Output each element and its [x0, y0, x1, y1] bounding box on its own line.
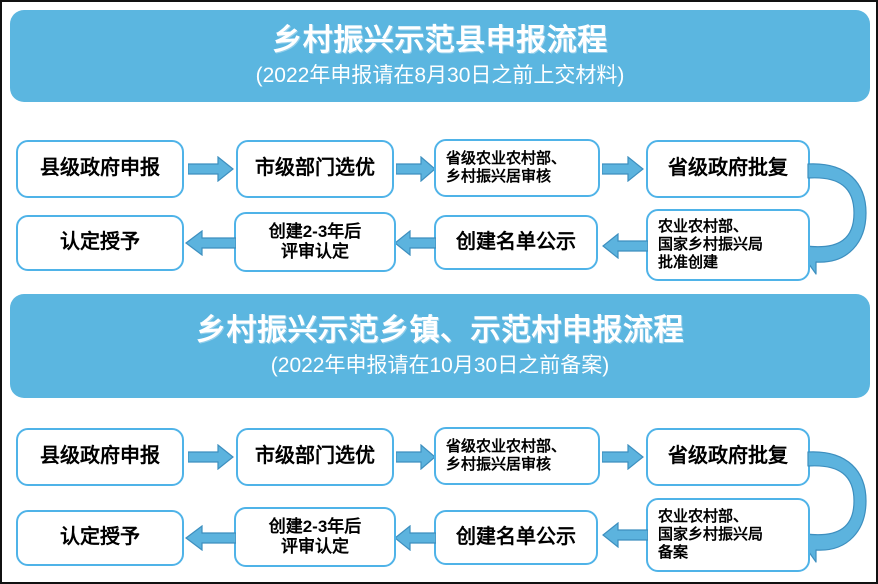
node-county-government-application[interactable]: 县级政府申报: [16, 140, 184, 198]
banner-subtitle: (2022年申报请在8月30日之前上交材料): [255, 64, 625, 88]
node-provincial-government-approval-2[interactable]: 省级政府批复: [646, 428, 810, 486]
node-creation-list-publicity[interactable]: 创建名单公示: [434, 215, 598, 270]
section-banner-township-village: 乡村振兴示范乡镇、示范村申报流程 (2022年申报请在10月30日之前备案): [10, 294, 870, 398]
arrow-m2-to-m3: [396, 444, 436, 470]
node-recognition-award[interactable]: 认定授予: [16, 215, 184, 271]
arrow-m3-to-m4: [602, 444, 644, 470]
section-banner-county: 乡村振兴示范县申报流程 (2022年申报请在8月30日之前上交材料): [10, 10, 870, 102]
banner-title-2: 乡村振兴示范乡镇、示范村申报流程: [196, 313, 684, 347]
node-county-government-application-2[interactable]: 县级政府申报: [16, 428, 184, 486]
node-provincial-agriculture-review[interactable]: 省级农业农村部、 乡村振兴居审核: [434, 139, 600, 197]
node-recognition-award-2[interactable]: 认定授予: [16, 510, 184, 566]
arrow-m5-to-m6: [600, 522, 648, 548]
node-city-department-selection[interactable]: 市级部门选优: [236, 140, 394, 198]
node-provincial-government-approval[interactable]: 省级政府批复: [646, 140, 810, 198]
arrow-n5-to-n6: [600, 233, 648, 259]
node-review-after-2-3-years-2[interactable]: 创建2-3年后 评审认定: [234, 507, 396, 567]
arrow-m1-to-m2: [188, 444, 234, 470]
arrow-n7-to-n8: [184, 230, 236, 256]
node-provincial-agriculture-review-2[interactable]: 省级农业农村部、 乡村振兴居审核: [434, 427, 600, 485]
arrow-n6-to-n7: [394, 230, 436, 256]
arrow-m6-to-m7: [394, 525, 436, 551]
node-creation-list-publicity-2[interactable]: 创建名单公示: [434, 510, 598, 565]
loop-arrow-n4-to-n5: [804, 142, 874, 284]
banner-title: 乡村振兴示范县申报流程: [272, 23, 608, 57]
arrow-m7-to-m8: [184, 525, 236, 551]
loop-arrow-m4-to-m5: [804, 430, 874, 572]
arrow-n2-to-n3: [396, 156, 436, 182]
banner-subtitle-2: (2022年申报请在10月30日之前备案): [270, 354, 610, 378]
node-city-department-selection-2[interactable]: 市级部门选优: [236, 428, 394, 486]
node-review-after-2-3-years[interactable]: 创建2-3年后 评审认定: [234, 212, 396, 272]
arrow-n3-to-n4: [602, 156, 644, 182]
node-ministry-record-filing[interactable]: 农业农村部、 国家乡村振兴局 备案: [646, 498, 810, 572]
node-ministry-approval-creation[interactable]: 农业农村部、 国家乡村振兴局 批准创建: [646, 209, 810, 281]
arrow-n1-to-n2: [188, 156, 234, 182]
